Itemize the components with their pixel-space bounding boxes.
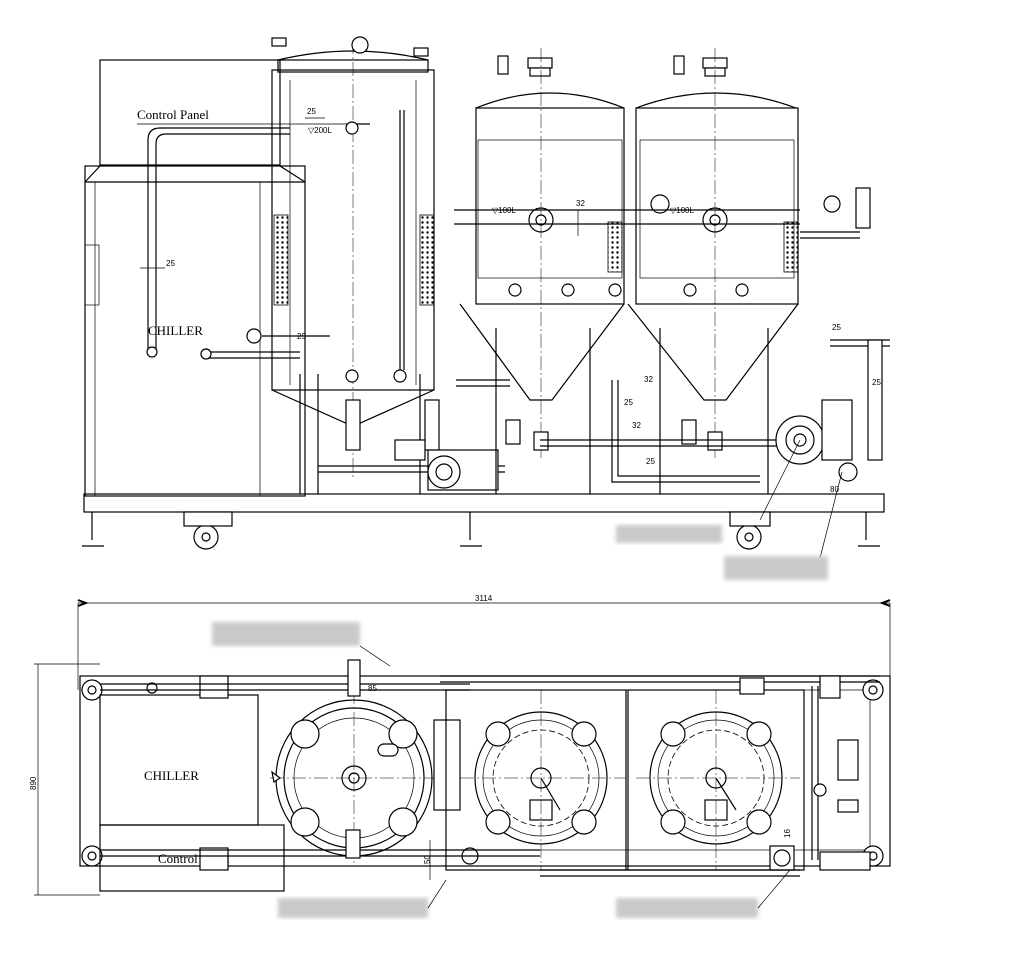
fermenter-2-side [627, 48, 800, 494]
dim-25-low: 25 [646, 457, 655, 466]
dim-25-mid: 25 [624, 398, 633, 407]
dim-50: 50 [423, 855, 432, 864]
dim-200l-level: ▽200L [308, 126, 333, 135]
dim-32-fv1: 32 [576, 199, 585, 208]
redacted-label-2 [724, 556, 828, 580]
dim-25-chiller: 25 [166, 259, 175, 268]
fermenter-1-plan [445, 689, 627, 871]
dim-32-mid: 32 [632, 421, 641, 430]
pump-side [394, 439, 499, 491]
dim-16: 16 [783, 829, 792, 838]
dim-100l-fv2: ▽100L [670, 206, 695, 215]
dim-100l-fv1: ▽100L [492, 206, 517, 215]
plan-view: 3114 890 CHILLER Control Panel [29, 594, 891, 918]
redacted-label-1 [616, 525, 722, 543]
redacted-label-4 [278, 898, 428, 918]
fermenter-2-plan [627, 689, 805, 871]
chiller-box-plan [99, 694, 259, 826]
dim-25-right-a: 25 [832, 323, 841, 332]
overall-width-dim: 890 [29, 776, 38, 790]
dim-25-right-b: 25 [872, 378, 881, 387]
dim-25-gauge: 25 [297, 332, 306, 341]
chiller-label-side: CHILLER [148, 323, 203, 338]
dim-25-tank-top: 25 [307, 107, 316, 116]
side-elevation-view: Control Panel CHILLER 25 [82, 36, 890, 580]
redacted-label-3 [212, 622, 360, 646]
dim-80: 80 [830, 485, 839, 494]
pump-right-side [775, 399, 858, 482]
fermenter-1-side [454, 48, 640, 494]
dim-85: 85 [368, 684, 377, 693]
control-panel-plan [99, 824, 285, 892]
brew-tank-plan [270, 659, 440, 866]
control-panel-box [99, 59, 281, 166]
overall-length-dim: 3114 [475, 594, 493, 603]
chiller-label-plan: CHILLER [144, 768, 199, 783]
dim-32-fv1-cone: 32 [644, 375, 653, 384]
redacted-label-5 [616, 898, 758, 918]
control-panel-label: Control Panel [137, 107, 209, 122]
